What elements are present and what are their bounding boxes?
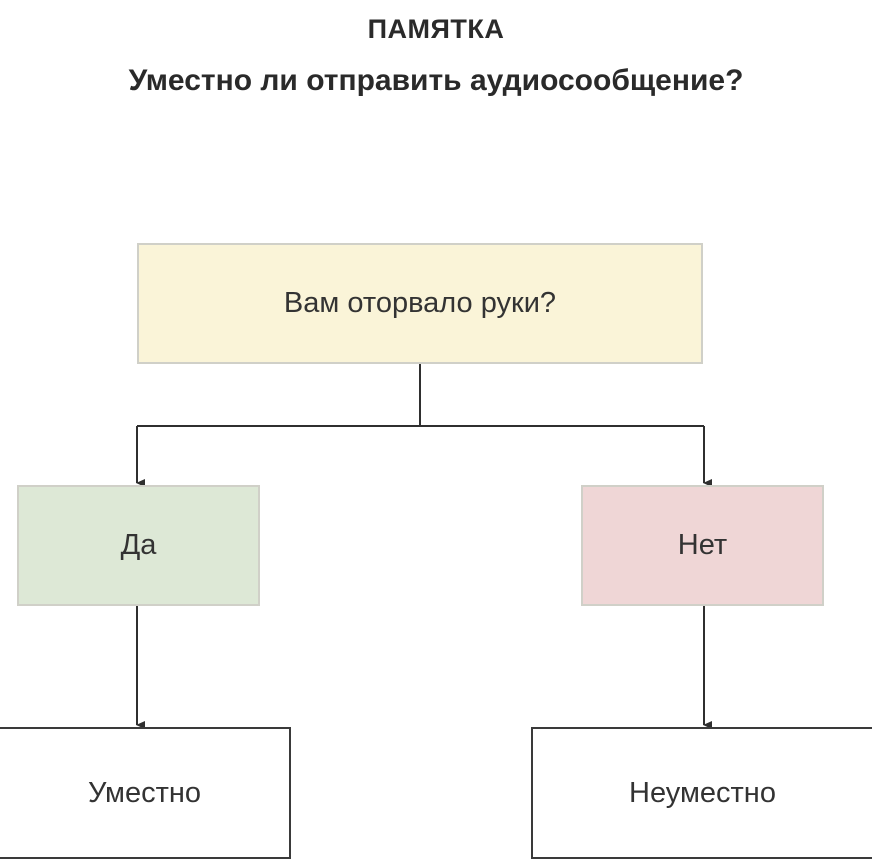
node-appropriate-label: Уместно <box>87 776 202 809</box>
page-title: ПАМЯТКА <box>367 14 505 44</box>
node-yes: Да <box>17 485 260 606</box>
node-appropriate: Уместно <box>0 727 291 859</box>
node-inappropriate: Неуместно <box>531 727 872 859</box>
page-subtitle: Уместно ли отправить аудиосообщение? <box>128 64 744 97</box>
node-inappropriate-label: Неуместно <box>629 776 776 809</box>
node-no-label: Нет <box>677 529 728 561</box>
node-no: Нет <box>581 485 824 606</box>
node-yes-label: Да <box>120 529 157 561</box>
node-question: Вам оторвало руки? <box>137 243 703 364</box>
node-question-label: Вам оторвало руки? <box>283 287 557 319</box>
